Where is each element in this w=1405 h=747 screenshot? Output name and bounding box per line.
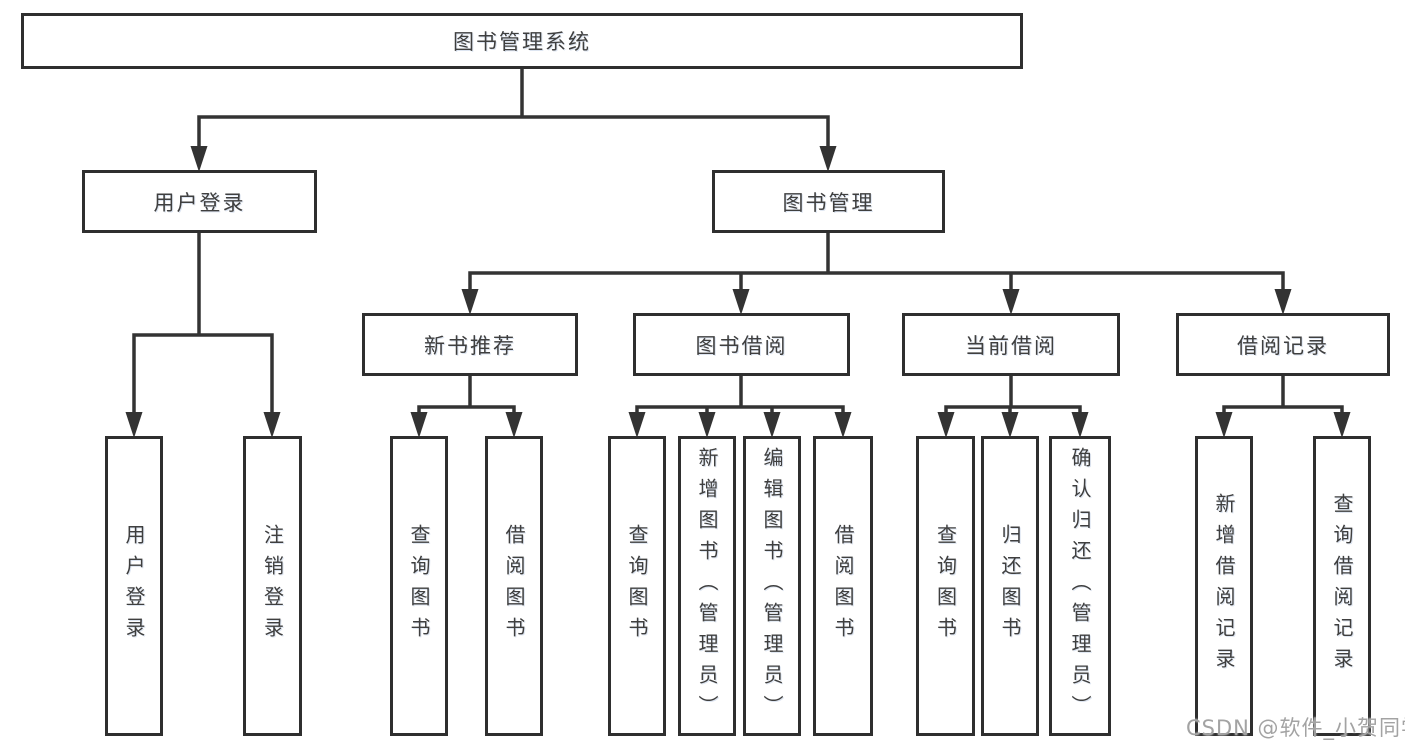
arrowheads: [125, 146, 1351, 438]
leaf-add-borrow-record: 新增借阅记录: [1195, 436, 1253, 736]
leaf-logout: 注销登录: [243, 436, 302, 736]
node-borrowing-records: 借阅记录: [1176, 313, 1390, 376]
node-new-book-recommendation: 新书推荐: [362, 313, 578, 376]
csdn-watermark: CSDN @软件_小贺同学: [1186, 716, 1405, 740]
leaf-query-borrow-record: 查询借阅记录: [1313, 436, 1371, 736]
leaf-query-books-borrow: 查询图书: [608, 436, 666, 736]
node-book-management: 图书管理: [712, 170, 945, 233]
node-library-management-system: 图书管理系统: [21, 13, 1023, 69]
leaf-edit-book-admin: 编辑图书（管理员）: [743, 436, 801, 736]
leaf-add-book-admin: 新增图书（管理员）: [678, 436, 736, 736]
leaf-query-books-recommend: 查询图书: [390, 436, 448, 736]
node-user-login: 用户登录: [82, 170, 317, 233]
leaf-borrow-books: 借阅图书: [813, 436, 873, 736]
node-current-borrowing: 当前借阅: [902, 313, 1120, 376]
leaf-user-login: 用户登录: [105, 436, 163, 736]
leaf-return-book: 归还图书: [981, 436, 1039, 736]
leaf-query-books-current: 查询图书: [916, 436, 975, 736]
leaf-borrow-books-recommend: 借阅图书: [485, 436, 543, 736]
leaf-confirm-return-admin: 确认归还（管理员）: [1049, 436, 1111, 736]
node-book-borrowing: 图书借阅: [633, 313, 850, 376]
